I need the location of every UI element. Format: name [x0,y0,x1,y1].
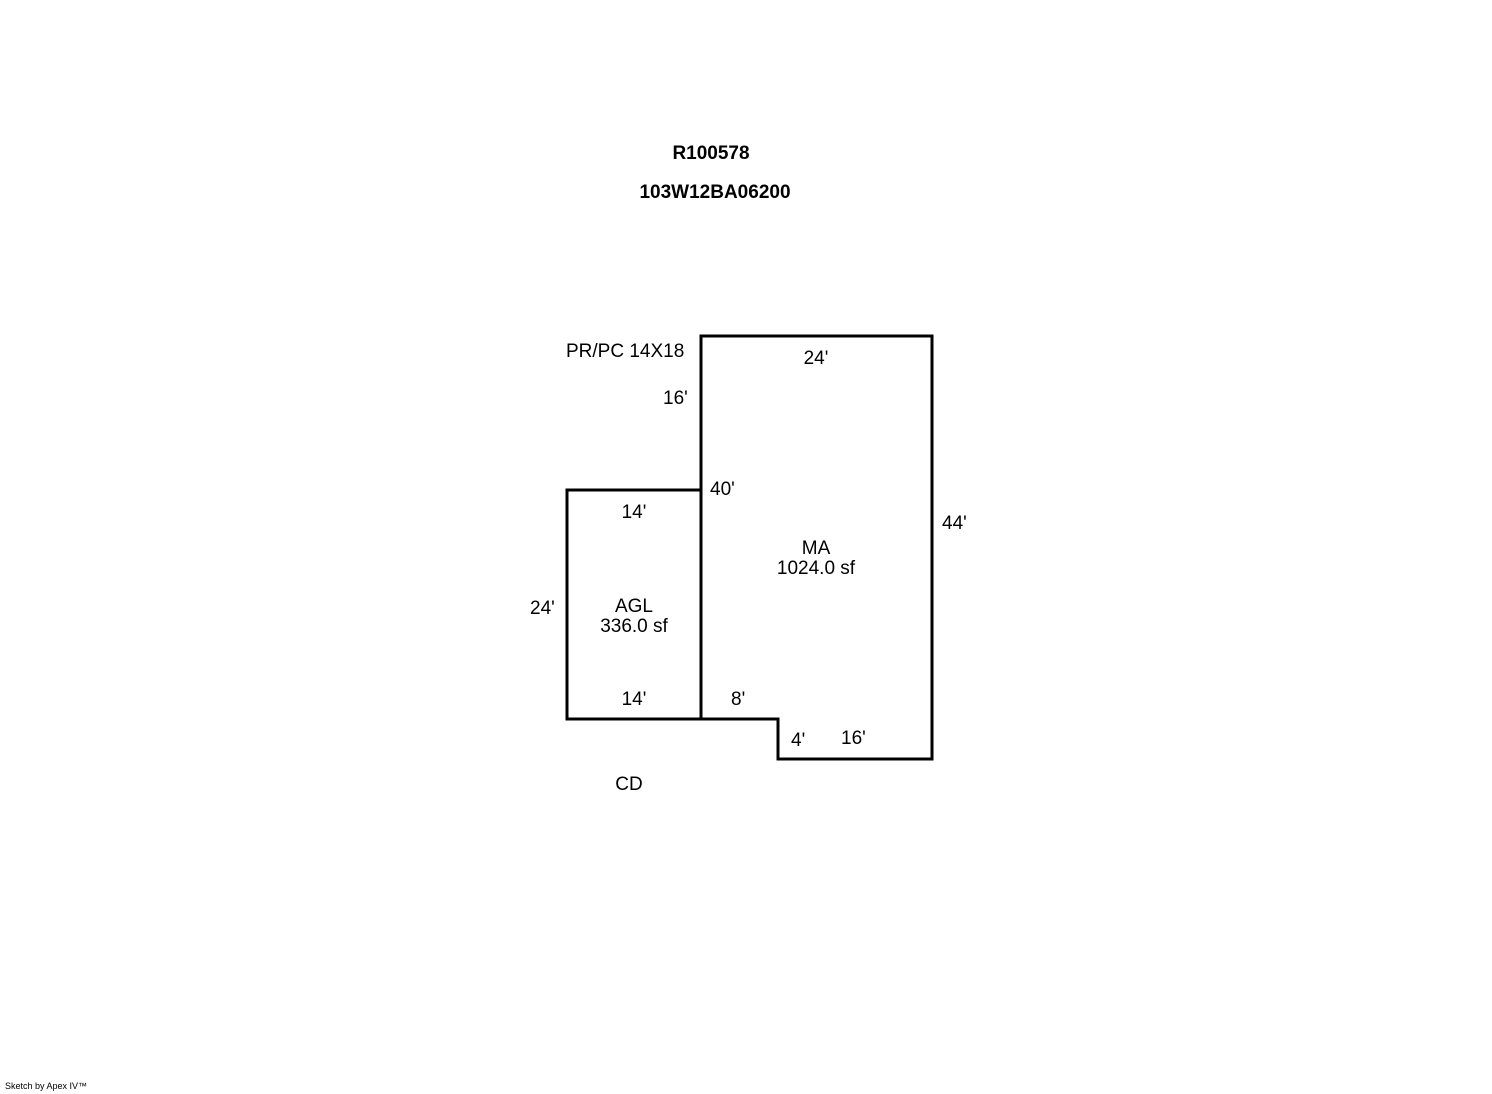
ma-left-upper-dimension: 16' [663,388,688,409]
ma-step-vertical-dimension: 4' [791,730,806,751]
garage-area-size: 336.0 sf [600,616,668,637]
main-area-code: MA [801,538,831,559]
agl-top-dimension: 14' [621,502,647,523]
main-area-label: MA 1024.0 sf [777,539,855,579]
agl-bottom-dimension: 14' [621,689,647,710]
ma-step-horizontal-dimension: 8' [731,689,746,710]
map-tax-lot: 103W12BA06200 [639,182,791,203]
ma-bottom-right-dimension: 16' [841,728,866,749]
garage-area-code: AGL [614,596,654,617]
agl-left-dimension: 24' [530,598,555,619]
main-area-size: 1024.0 sf [776,558,856,579]
ma-left-lower-dimension: 40' [710,479,735,500]
porch-label: PR/PC 14X18 [566,341,685,362]
deck-label: CD [615,774,643,795]
ma-top-dimension: 24' [803,348,829,369]
software-credit: Sketch by Apex IV™ [5,1081,88,1091]
ma-right-dimension: 44' [942,513,967,534]
garage-area-outline [565,488,703,721]
garage-area-label: AGL 336.0 sf [600,597,668,637]
account-id: R100578 [672,143,750,164]
